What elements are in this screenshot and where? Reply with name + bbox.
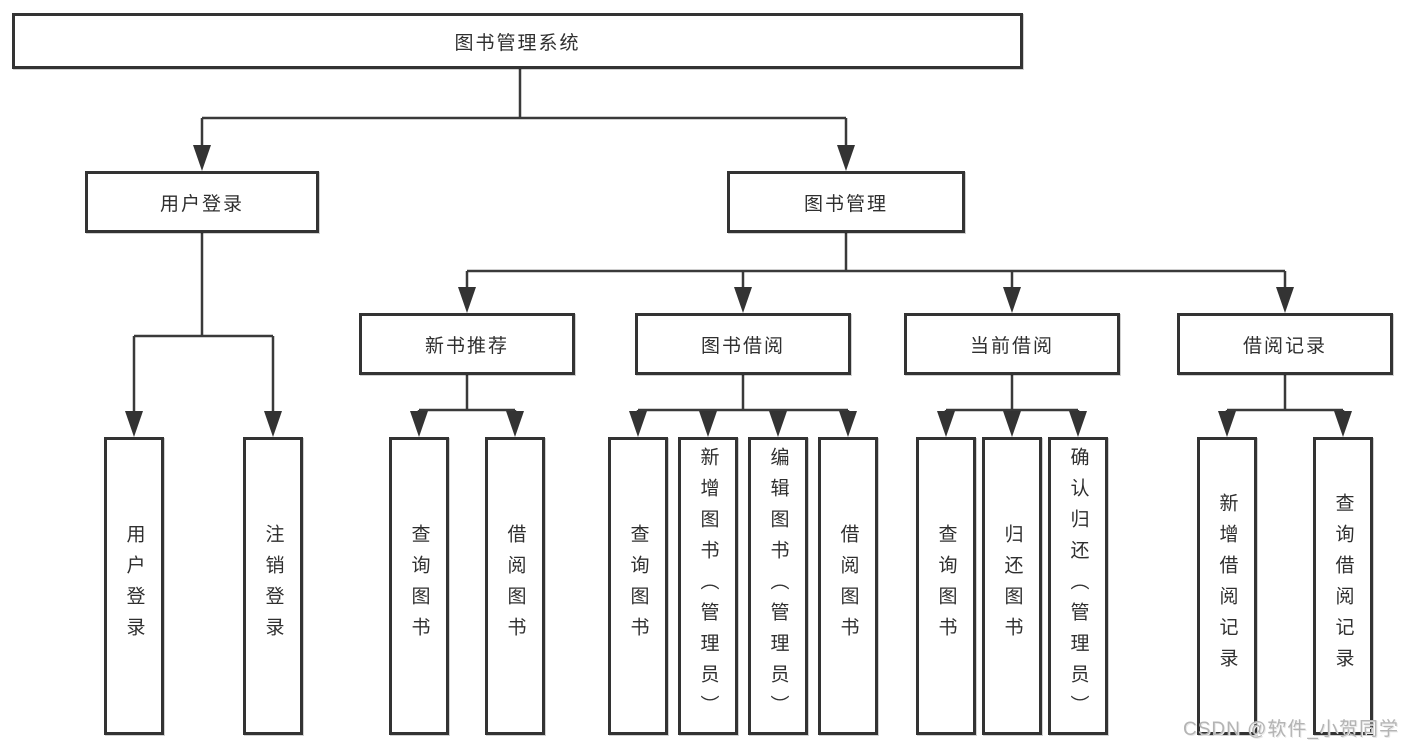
leaf-user-login-label: 用户登录 xyxy=(123,524,145,648)
leaf-confirm-return-admin: 确认归还（管理员） xyxy=(1048,437,1108,735)
node-current-borrowing: 当前借阅 xyxy=(904,313,1120,375)
arrowheads xyxy=(125,145,1352,437)
leaf-query-books-current-label: 查询图书 xyxy=(935,524,957,648)
leaf-edit-books-admin: 编辑图书（管理员） xyxy=(748,437,808,735)
leaf-borrow-books-recommend-label: 借阅图书 xyxy=(504,524,526,648)
leaf-add-borrow-record-label: 新增借阅记录 xyxy=(1216,493,1238,679)
csdn-watermark: CSDN @软件_小贺同学 xyxy=(1183,719,1399,740)
leaf-user-login: 用户登录 xyxy=(104,437,164,735)
leaf-query-books-borrowing-label: 查询图书 xyxy=(627,524,649,648)
node-borrowing-records: 借阅记录 xyxy=(1177,313,1393,375)
node-user-login-label: 用户登录 xyxy=(159,193,244,215)
connector-book-management-children xyxy=(465,233,1287,290)
node-book-borrowing-label: 图书借阅 xyxy=(700,335,785,357)
node-new-book-recommend: 新书推荐 xyxy=(359,313,575,375)
leaf-borrow-books-borrowing: 借阅图书 xyxy=(818,437,878,735)
leaf-borrow-books-recommend: 借阅图书 xyxy=(485,437,545,735)
leaf-return-books-label: 归还图书 xyxy=(1001,524,1023,648)
node-root-system-label: 图书管理系统 xyxy=(454,32,581,54)
node-new-book-recommend-label: 新书推荐 xyxy=(424,335,509,357)
node-root-system: 图书管理系统 xyxy=(12,13,1023,69)
node-borrowing-records-label: 借阅记录 xyxy=(1242,335,1327,357)
leaf-query-books-recommend-label: 查询图书 xyxy=(408,524,430,648)
leaf-query-books-current: 查询图书 xyxy=(916,437,976,735)
leaf-return-books: 归还图书 xyxy=(982,437,1042,735)
node-user-login: 用户登录 xyxy=(85,171,319,233)
connector-new-book-children xyxy=(417,375,517,414)
connector-book-borrowing-children xyxy=(636,375,850,414)
leaf-add-books-admin-label: 新增图书（管理员） xyxy=(697,446,719,726)
leaf-add-books-admin: 新增图书（管理员） xyxy=(678,437,738,735)
node-book-management: 图书管理 xyxy=(727,171,965,233)
leaf-edit-books-admin-label: 编辑图书（管理员） xyxy=(767,446,789,726)
leaf-confirm-return-admin-label: 确认归还（管理员） xyxy=(1067,446,1089,726)
leaf-logout-label: 注销登录 xyxy=(262,524,284,648)
node-book-borrowing: 图书借阅 xyxy=(635,313,851,375)
node-book-management-label: 图书管理 xyxy=(803,193,888,215)
leaf-borrow-books-borrowing-label: 借阅图书 xyxy=(837,524,859,648)
connector-current-borrowing-children xyxy=(944,375,1080,414)
leaf-query-books-recommend: 查询图书 xyxy=(389,437,449,735)
connector-user-login-children xyxy=(132,233,275,414)
leaf-logout: 注销登录 xyxy=(243,437,303,735)
leaf-add-borrow-record: 新增借阅记录 xyxy=(1197,437,1257,735)
node-current-borrowing-label: 当前借阅 xyxy=(969,335,1054,357)
connector-root-split xyxy=(200,69,848,148)
leaf-query-borrow-record-label: 查询借阅记录 xyxy=(1332,493,1354,679)
connector-borrowing-records-children xyxy=(1225,375,1345,414)
leaf-query-books-borrowing: 查询图书 xyxy=(608,437,668,735)
leaf-query-borrow-record: 查询借阅记录 xyxy=(1313,437,1373,735)
